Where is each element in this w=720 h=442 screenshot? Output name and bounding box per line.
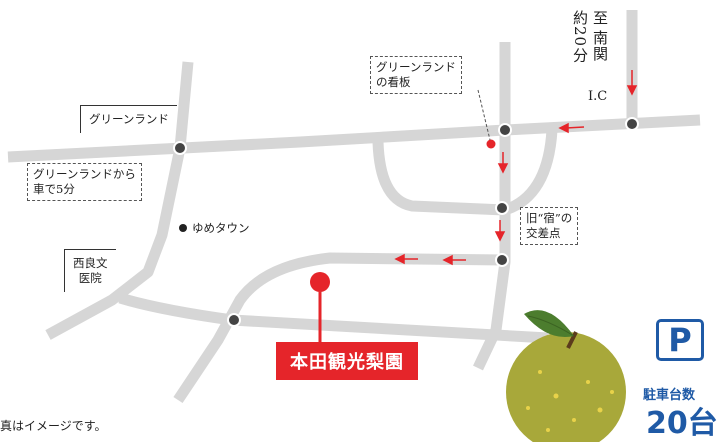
loop-road-east	[503, 129, 558, 216]
direction-arrow	[494, 220, 506, 242]
ic-label: I.C	[588, 89, 608, 104]
old-juku-intersection-label: 旧“宿”の 交差点	[520, 207, 579, 245]
intersection-marker	[495, 201, 509, 215]
intersection-marker	[625, 117, 639, 131]
yume-town-dot	[179, 224, 187, 232]
greenland-5min-label: グリーンランドから 車で5分	[27, 163, 142, 201]
direction-arrow	[442, 254, 466, 266]
parking-label: 駐車台数	[643, 388, 696, 403]
intersection-marker	[173, 141, 187, 155]
middle-road	[173, 252, 506, 404]
direction-arrow	[626, 70, 638, 96]
to-label: 至	[591, 10, 609, 26]
parking-count: 20台	[646, 406, 718, 441]
image-note: 真はイメージです。	[0, 419, 107, 433]
sign-leader	[477, 89, 491, 141]
direction-arrow	[558, 122, 585, 134]
destination-pin	[310, 272, 330, 342]
lower-road	[118, 292, 549, 344]
parking-icon: P	[656, 319, 704, 361]
greenland-road-label: グリーンランド	[80, 105, 177, 133]
greenland-sign-marker	[486, 139, 496, 149]
destination-label[interactable]: 本田観光梨園	[276, 342, 418, 380]
intersection-marker	[227, 313, 241, 327]
direction-arrow	[394, 253, 418, 265]
greenland-sign-label: グリーンランド の看板	[370, 56, 462, 94]
minami-seki-label: 南関	[591, 30, 609, 62]
pear-illustration	[506, 310, 626, 442]
curve-road-left	[45, 61, 194, 340]
intersection-marker	[498, 123, 512, 137]
main-road-east-west	[7, 114, 701, 163]
loop-road	[372, 141, 506, 216]
intersection-marker	[495, 253, 509, 267]
yume-town-label: ゆめタウン	[192, 221, 250, 235]
direction-arrow	[497, 152, 509, 174]
north-south-road	[473, 42, 511, 371]
nishira-clinic-label: 西良文 医院	[64, 249, 116, 292]
approx-time-label: 約20分	[571, 10, 589, 64]
